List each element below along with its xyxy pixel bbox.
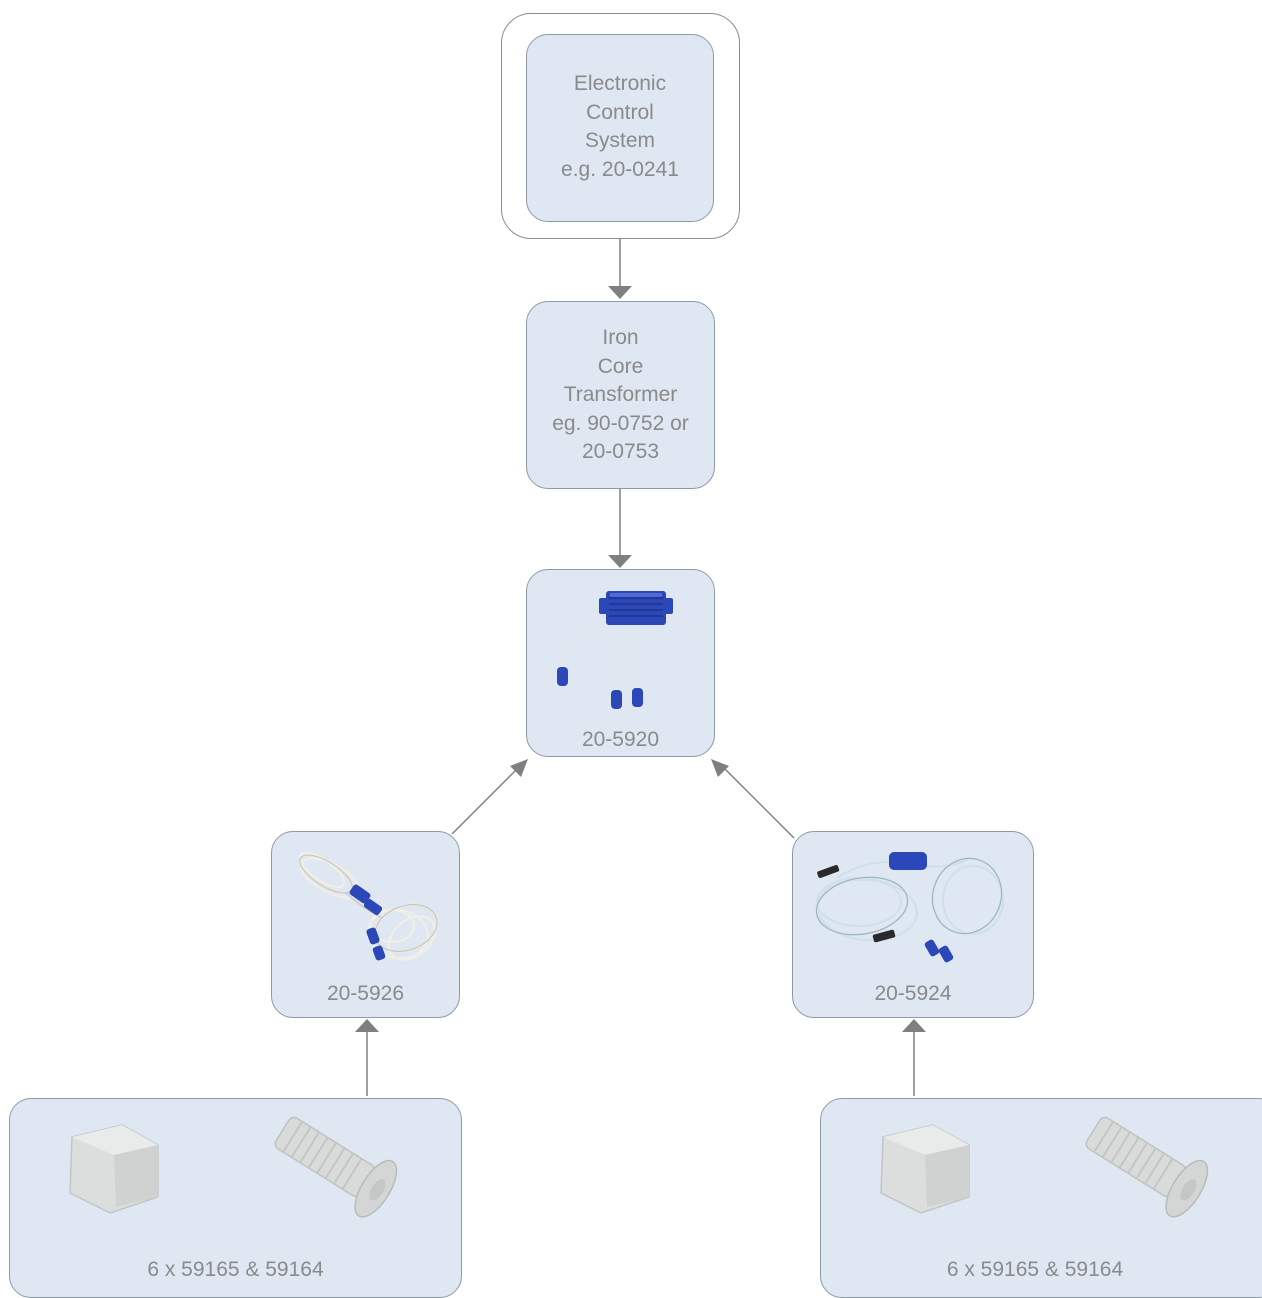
control-system-line-3: System bbox=[584, 129, 655, 152]
arrow-fixings-right-to-cable-right bbox=[902, 1019, 926, 1096]
hex-nut-icon bbox=[880, 1124, 970, 1214]
fixings-left-label: 6 x 59165 & 59164 bbox=[147, 1258, 324, 1281]
cable-left-node: 20-5926 bbox=[271, 831, 460, 1018]
control-system-node: Electronic Control System e.g. 20-0241 bbox=[526, 34, 714, 222]
driver-label: 20-5920 bbox=[581, 728, 660, 751]
cable-harness-icon bbox=[815, 852, 1005, 963]
transformer-line-4: eg. 90-0752 or bbox=[552, 411, 689, 435]
screw-bolt-icon bbox=[1085, 1116, 1209, 1218]
fixings-right-node: 6 x 59165 & 59164 bbox=[820, 1098, 1262, 1298]
hex-nut-icon bbox=[69, 1124, 159, 1214]
control-system-line-4: e.g. 20-0241 bbox=[561, 157, 679, 181]
arrow-fixings-left-to-cable-left bbox=[355, 1019, 379, 1096]
cable-left-label: 20-5926 bbox=[326, 982, 405, 1005]
fixings-left-node: 6 x 59165 & 59164 bbox=[9, 1098, 462, 1298]
transformer-line-2: Core bbox=[597, 354, 644, 378]
arrow-transformer-to-driver bbox=[608, 489, 632, 568]
transformer-line-3: Transformer bbox=[563, 383, 678, 406]
transformer-node: Iron Core Transformer eg. 90-0752 or 20-… bbox=[526, 301, 715, 489]
arrow-cable-left-to-driver bbox=[451, 759, 528, 835]
arrow-cable-right-to-driver bbox=[711, 759, 795, 839]
driver-unit-icon bbox=[557, 591, 701, 709]
cable-coil-icon bbox=[298, 851, 438, 961]
fixings-right-label: 6 x 59165 & 59164 bbox=[946, 1258, 1124, 1281]
transformer-line-5: 20-0753 bbox=[581, 440, 660, 463]
screw-bolt-icon bbox=[274, 1116, 398, 1218]
control-system-line-1: Electronic bbox=[573, 72, 667, 95]
transformer-line-1: Iron bbox=[602, 326, 639, 349]
driver-node: 20-5920 bbox=[526, 569, 715, 757]
control-system-line-2: Control bbox=[586, 100, 654, 124]
cable-right-label: 20-5924 bbox=[874, 982, 952, 1005]
cable-right-node: 20-5924 bbox=[792, 831, 1034, 1018]
